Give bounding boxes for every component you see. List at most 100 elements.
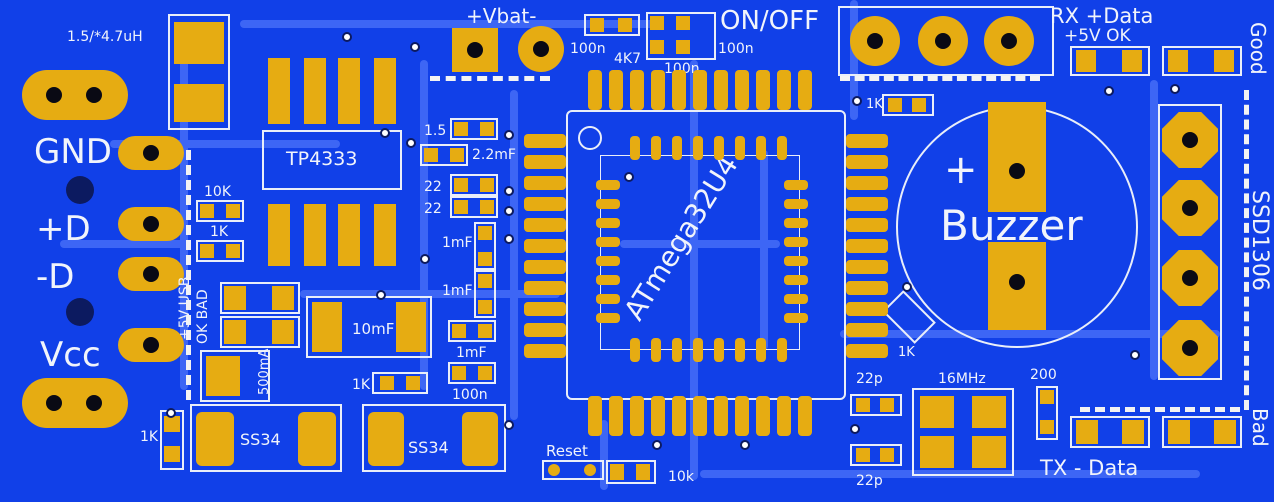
smd-pad	[452, 324, 466, 338]
mcu-pin	[714, 396, 728, 436]
r200	[1036, 386, 1058, 440]
r10k-bottom	[606, 460, 656, 484]
chip-lead	[596, 199, 620, 209]
led-tx	[1070, 416, 1150, 448]
r10k-bottom-label: 10k	[668, 469, 694, 485]
via	[504, 206, 514, 216]
tp4333-label: TP4333	[286, 148, 358, 170]
r22-a	[450, 174, 498, 196]
trace	[510, 90, 518, 420]
smd-pad	[888, 98, 902, 112]
tp4333-pin	[304, 204, 326, 266]
pad-hole	[46, 87, 62, 103]
pad-hole	[86, 87, 102, 103]
mcu-pin	[846, 239, 888, 253]
chip-lead	[693, 136, 703, 160]
pad-hole	[86, 395, 102, 411]
pad-hole	[1182, 200, 1198, 216]
led-ok	[220, 282, 300, 314]
ssd1306-header	[1158, 104, 1222, 380]
smd-pad	[200, 204, 214, 218]
via	[342, 32, 352, 42]
mcu-pin	[846, 281, 888, 295]
smd-pad	[164, 446, 180, 462]
r1k-mid	[372, 372, 428, 394]
c100n-top-group	[646, 12, 716, 60]
tp4333-pin	[268, 58, 290, 124]
inductor-outline	[168, 14, 230, 130]
chip-lead	[784, 237, 808, 247]
smd-pad	[1122, 420, 1144, 444]
smd-pad	[478, 274, 492, 288]
via	[1170, 84, 1180, 94]
smd-pad	[478, 252, 492, 266]
trace	[110, 140, 340, 148]
via-hole	[66, 176, 94, 204]
pad-hole	[1182, 132, 1198, 148]
mcu-pin	[846, 134, 888, 148]
pad-hole	[1009, 163, 1025, 179]
mcu-pin	[524, 197, 566, 211]
smd-pad	[478, 366, 492, 380]
chip-lead	[735, 136, 745, 160]
usb-5v-label: +5V USB	[177, 276, 193, 340]
mcu-pin	[735, 70, 749, 110]
chip-lead	[630, 136, 640, 160]
via	[852, 96, 862, 106]
c2-2mf	[420, 144, 468, 166]
smd-pad	[298, 412, 336, 466]
reset-button[interactable]	[542, 460, 604, 480]
c1mf-a-label: 1mF	[442, 235, 473, 251]
plus-d-label: +D	[36, 209, 91, 249]
tx-data-label: TX - Data	[1040, 456, 1139, 480]
mcu-pin	[846, 155, 888, 169]
tp4333-pin	[338, 204, 360, 266]
rx-data-label: RX +Data	[1050, 4, 1154, 28]
mcu-pin	[630, 396, 644, 436]
mcu-pin	[798, 70, 812, 110]
xtal-label: 16MHz	[938, 371, 986, 387]
trace	[180, 60, 188, 390]
smd-pad	[912, 98, 926, 112]
smd-pad	[396, 302, 426, 352]
smd-pad	[454, 178, 468, 192]
chip-lead	[756, 338, 766, 362]
mcu-pin	[524, 176, 566, 190]
r1k-right	[882, 94, 934, 116]
mcu-pin	[693, 70, 707, 110]
switch-outline	[838, 6, 1054, 76]
smd-pad	[450, 148, 464, 162]
mcu-pin	[846, 323, 888, 337]
via	[504, 234, 514, 244]
ssd1306-label: SSD1306	[1247, 190, 1272, 291]
buzzer-pad-plus	[988, 102, 1046, 212]
r4k7-label: 4K7	[614, 51, 641, 67]
on-off-label: ON/OFF	[720, 6, 820, 36]
chip-lead	[596, 294, 620, 304]
chip-lead	[784, 199, 808, 209]
cap-10mf	[306, 296, 432, 358]
chip-lead	[784, 218, 808, 228]
trace	[420, 60, 428, 390]
mcu-pin	[524, 302, 566, 316]
c1-5-label: 1.5	[424, 123, 447, 139]
chip-lead	[784, 275, 808, 285]
smd-pad	[1040, 390, 1054, 404]
smd-pad	[584, 464, 596, 476]
chip-lead	[596, 218, 620, 228]
c22p-a-label: 22p	[856, 371, 883, 387]
trace	[1150, 80, 1158, 380]
via	[406, 138, 416, 148]
smd-pad	[880, 448, 894, 462]
chip-lead	[630, 338, 640, 362]
pad-hole	[533, 41, 549, 57]
r1k-left	[196, 240, 244, 262]
smd-pad	[196, 412, 234, 466]
trace	[620, 240, 780, 248]
mcu-pin	[609, 70, 623, 110]
via	[504, 420, 514, 430]
smd-pad	[676, 40, 690, 54]
mcu-pin	[756, 70, 770, 110]
mcu-pin	[714, 70, 728, 110]
